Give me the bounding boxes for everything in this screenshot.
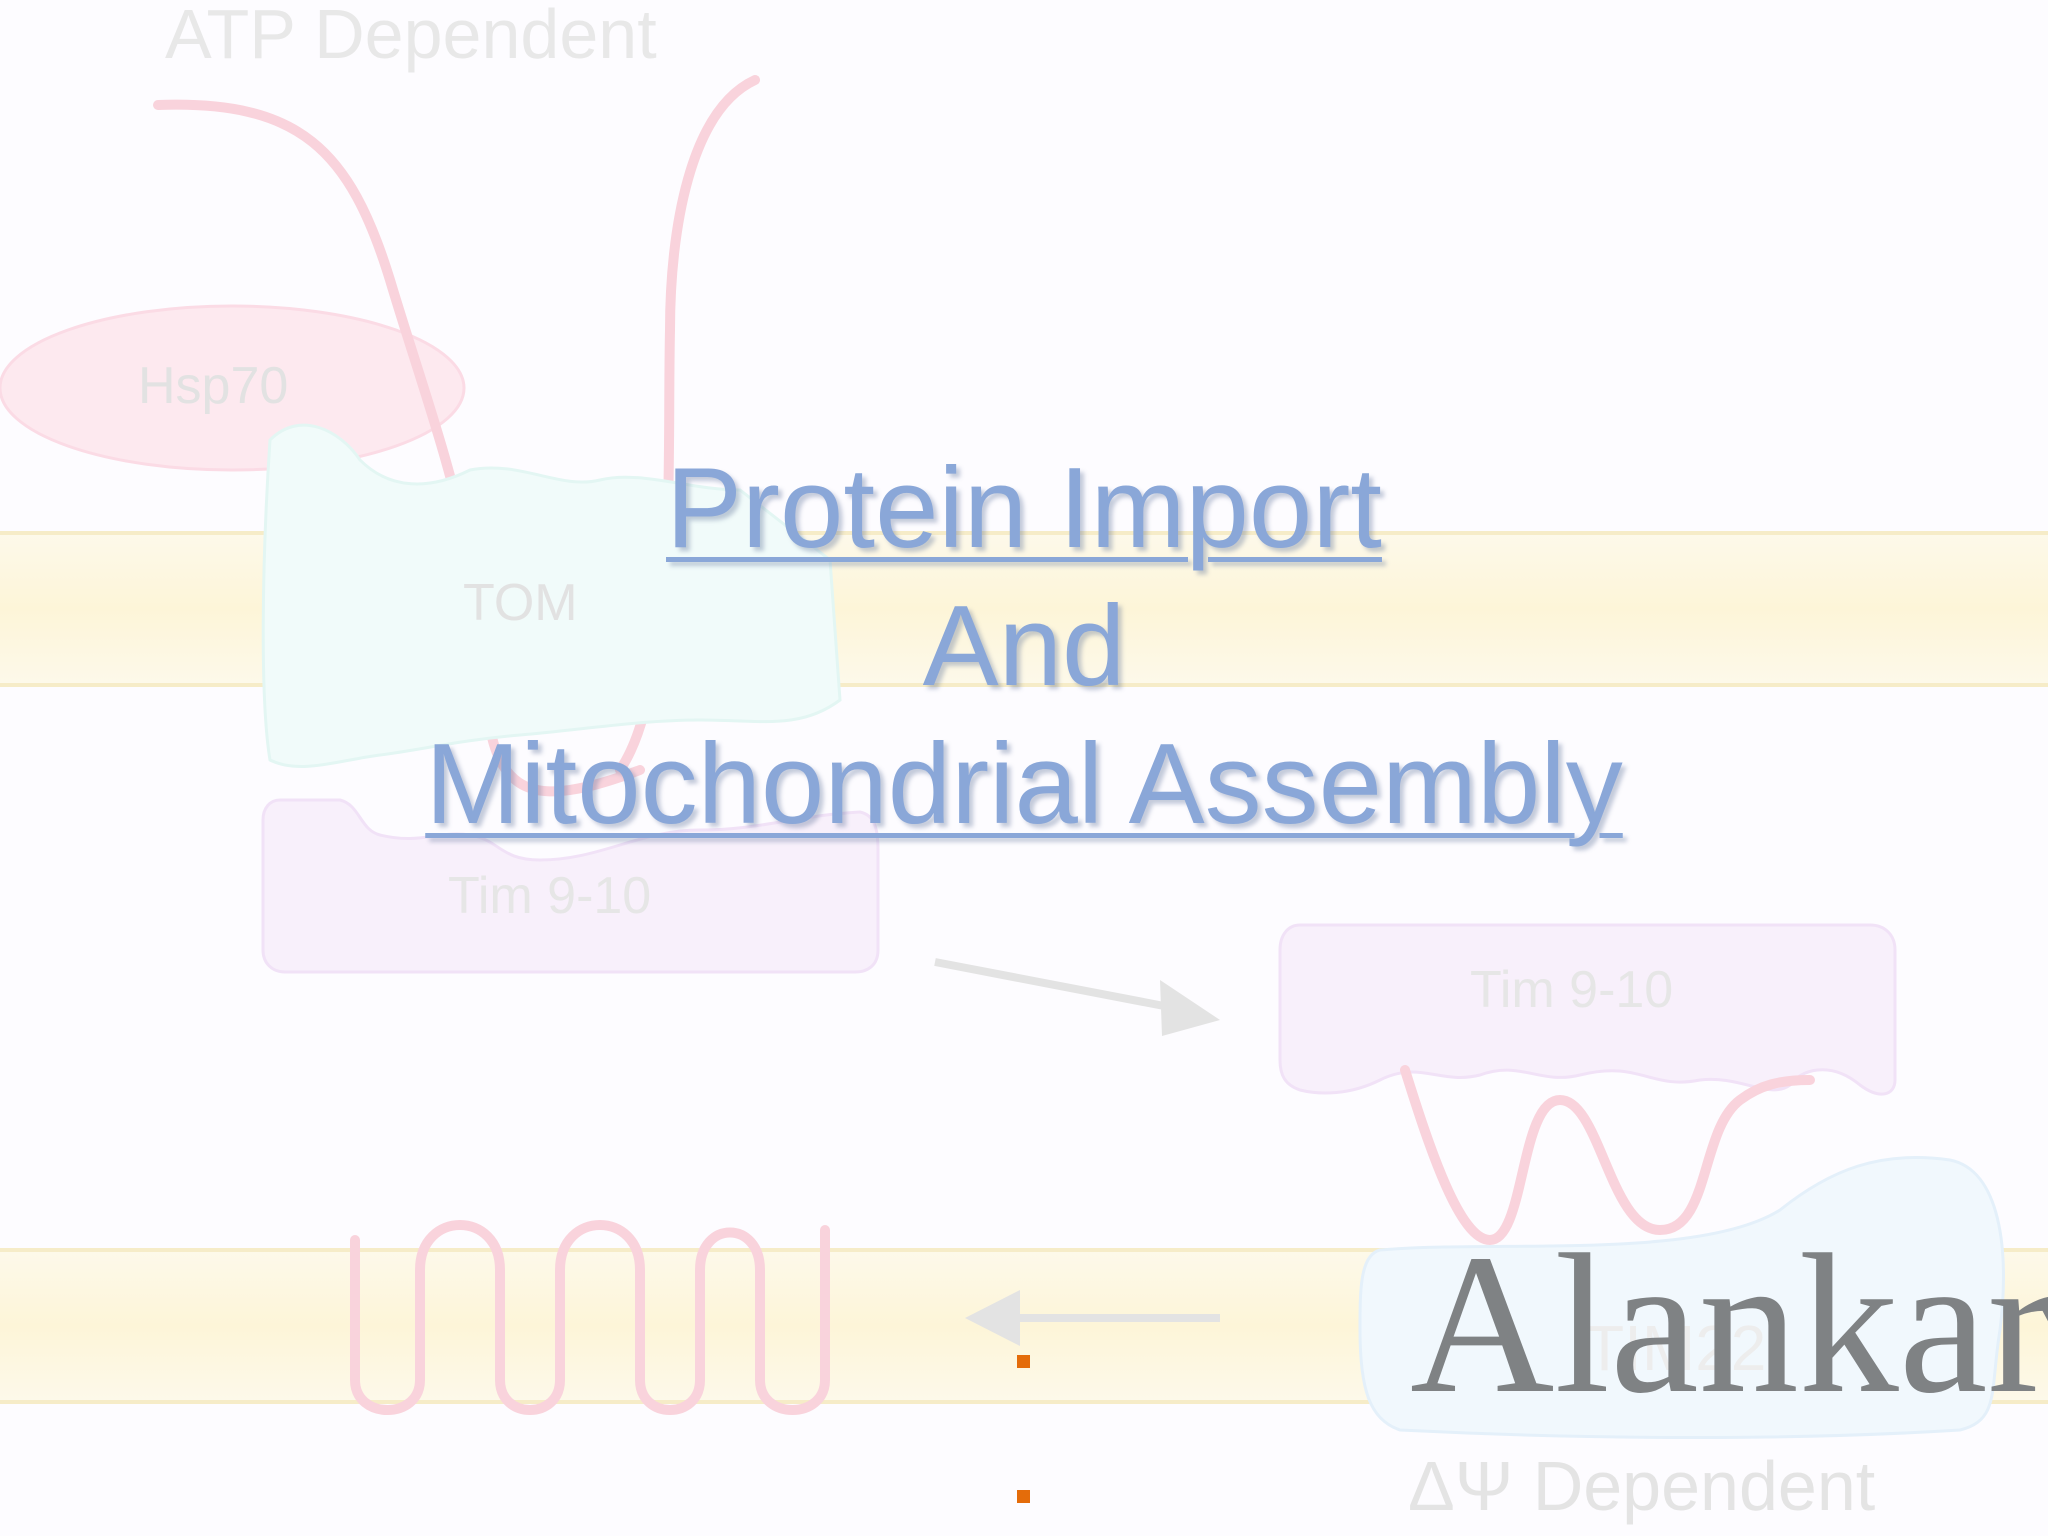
dpsi-dependent-label: ΔΨ Dependent	[1408, 1447, 1875, 1525]
atp-dependent-label: ATP Dependent	[165, 0, 657, 73]
tom-label: TOM	[463, 574, 578, 632]
protein-chain-bottom	[350, 1220, 830, 1415]
tim910-right-shape	[1278, 923, 1897, 1096]
tim22-label: TIM22	[1585, 1312, 1766, 1384]
tim910-left-label: Tim 9-10	[448, 867, 651, 925]
tim22-shape	[1358, 1156, 2005, 1439]
protein-chain-right	[1400, 1065, 1815, 1246]
tim910-left-shape	[261, 798, 880, 974]
slide-title: Protein Import And Mitochondrial Assembl…	[324, 440, 1724, 854]
title-line-2: And	[922, 583, 1126, 710]
title-line-1[interactable]: Protein Import	[666, 445, 1382, 572]
title-line-3[interactable]: Mitochondrial Assembly	[425, 721, 1623, 848]
tom-shape	[261, 423, 842, 768]
hsp70-shape	[0, 304, 466, 472]
tim910-right-label: Tim 9-10	[1470, 961, 1673, 1019]
bullet-marker-1	[1017, 1355, 1030, 1368]
author-name: Alankar	[1410, 1214, 2048, 1435]
arrow-right	[934, 958, 1186, 1014]
bullet-marker-2	[1017, 1490, 1030, 1503]
hsp70-label: Hsp70	[138, 357, 288, 415]
